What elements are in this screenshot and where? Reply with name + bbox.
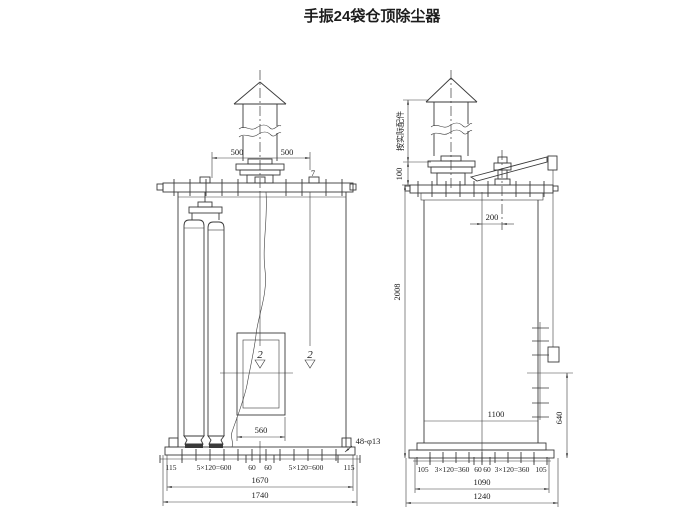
side-view: 按实际配件 100 2008 [392, 70, 573, 507]
front-view: 500 500 7 [156, 70, 381, 506]
section-mark-2: 2 [307, 349, 313, 361]
dim-1740: 1740 [162, 455, 358, 506]
dim-500-500: 500 500 [211, 147, 311, 178]
dim-label-1240: 1240 [474, 491, 491, 501]
bolt-holes-label: 48-φ13 [356, 436, 381, 446]
break-line [238, 131, 282, 138]
dim-label: 5×120=600 [197, 463, 232, 472]
dim-label: 3×120=360 [435, 465, 470, 474]
dim-label: 105 [417, 465, 429, 474]
lever-grip [547, 155, 558, 171]
dim-640: 640 [554, 372, 568, 459]
bolt-tab [254, 176, 266, 184]
dim-label-640: 640 [554, 412, 564, 425]
break-line [430, 129, 473, 136]
dim-1090: 1090 [414, 458, 550, 493]
tank-shell [177, 192, 347, 447]
top-plate [156, 176, 357, 196]
break-line [238, 124, 282, 130]
vibration-lever [469, 150, 560, 363]
plate-end-tab [404, 185, 411, 192]
dim-chain-row1: 105 3×120=360 60 60 3×120=360 105 [413, 457, 551, 474]
dim-560: 560 [236, 417, 286, 441]
dim-label: 115 [166, 463, 177, 472]
dim-label-1100: 1100 [488, 409, 505, 419]
dim-label-500-left: 500 [231, 147, 244, 157]
top-plate-bolt-ticks [417, 181, 545, 197]
dim-label: 5×120=600 [289, 463, 324, 472]
dim-label: 60 [248, 463, 256, 472]
dim-label: 60 [264, 463, 272, 472]
plate-end-tab [156, 183, 164, 191]
dim-label-500-right: 500 [281, 147, 294, 157]
dim-200: 200 [470, 212, 514, 225]
section-mark-2: 2 [257, 349, 263, 361]
foot-bracket [168, 437, 179, 448]
dim-1240: 1240 [405, 458, 559, 507]
bolt-tab [308, 176, 320, 184]
dim-label: 60 [474, 465, 482, 474]
dim-label-1090: 1090 [474, 477, 491, 487]
dim-label-200: 200 [486, 212, 499, 222]
part-number-label: 7 [311, 168, 315, 178]
drawing-title: 手振24袋仓顶除尘器 [304, 7, 442, 25]
bolt-tab [199, 176, 211, 184]
dim-2008: 2008 [392, 184, 406, 459]
dim-label-2008: 2008 [392, 284, 402, 301]
bag-hanger [188, 192, 223, 220]
dim-1670: 1670 [166, 455, 354, 491]
base-flange [408, 442, 555, 463]
dim-100: 100 [394, 161, 410, 186]
dim-stack-note: 按实际配件 [395, 99, 431, 163]
section-line-2: 2 [254, 192, 266, 369]
dim-label-1670: 1670 [252, 475, 269, 485]
access-door [220, 332, 293, 416]
side-ladder [532, 322, 549, 420]
dim-label-560: 560 [255, 425, 268, 435]
top-plate-bolt-ticks [173, 179, 343, 196]
outlet-flange [427, 155, 476, 186]
dim-label-100: 100 [394, 168, 404, 181]
filter-bag [207, 221, 225, 448]
stack-note-label: 按实际配件 [395, 111, 405, 151]
dim-label: 115 [344, 463, 355, 472]
plate-end-tab [349, 183, 357, 191]
dim-label-1740: 1740 [252, 490, 269, 500]
dim-label: 105 [535, 465, 547, 474]
pull-weight [547, 346, 560, 363]
lever-arm [469, 156, 548, 182]
tank-shell [420, 192, 544, 443]
dim-label: 3×120=360 [495, 465, 530, 474]
rain-cap [425, 77, 478, 103]
cutaway-break-line [231, 191, 267, 448]
outlet-pipe [430, 102, 473, 156]
section-line-2: 2 [304, 192, 316, 369]
bolt-holes-note: 48-φ13 [344, 436, 381, 453]
filter-bag [183, 219, 205, 448]
dim-chain-row1: 115 5×120=600 60 60 5×120=600 115 [159, 441, 361, 472]
foot-bracket [341, 437, 352, 448]
top-plate [404, 181, 559, 197]
pivot-base [494, 178, 511, 186]
break-line [430, 122, 473, 128]
outlet-pipe [238, 104, 282, 161]
pivot-knob [497, 156, 508, 164]
dim-label: 60 [483, 465, 491, 474]
plate-end-tab [552, 185, 559, 192]
